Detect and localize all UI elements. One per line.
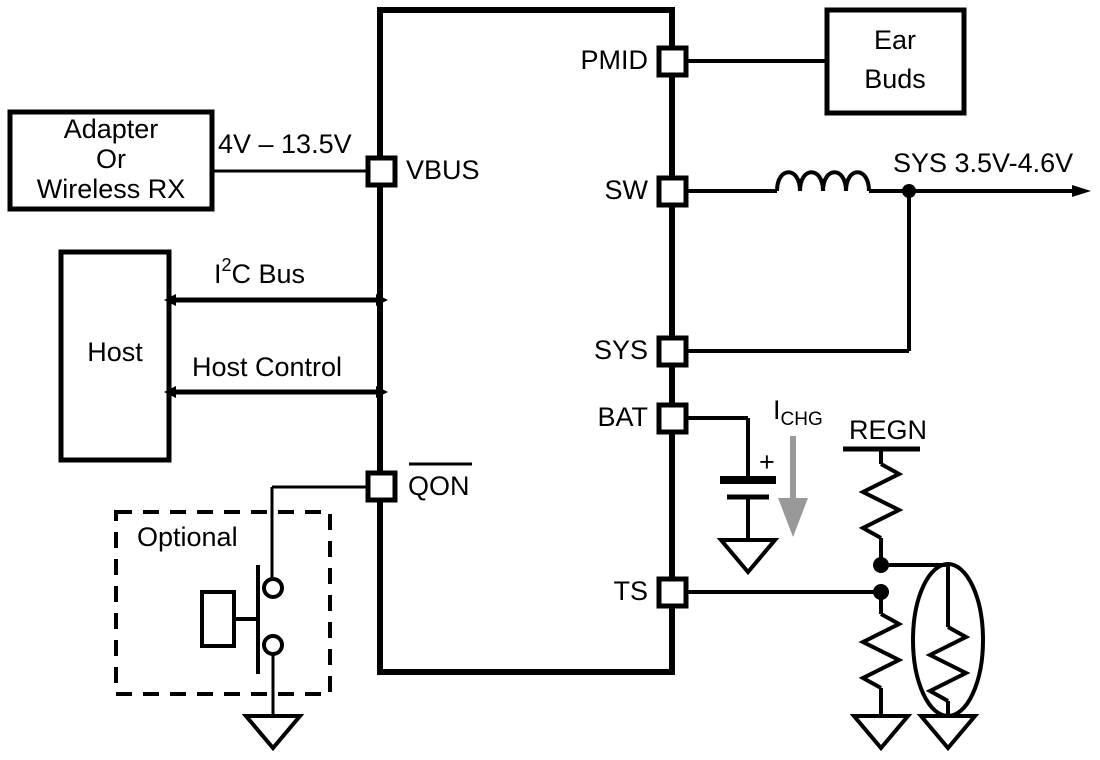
ts-pulldown-resistor	[858, 592, 904, 716]
i2c-bus-connection: I2C Bus	[164, 255, 388, 306]
ichg-subscript: CHG	[781, 409, 823, 430]
pin-vbus: VBUS	[365, 155, 480, 188]
regn-pullup-resistor	[858, 462, 904, 600]
vbus-wire: 4V – 13.5V	[212, 129, 368, 173]
host-control-label: Host Control	[192, 352, 342, 382]
pin-label-bat: BAT	[597, 402, 648, 432]
earbuds-line-2: Buds	[864, 64, 926, 94]
ichg-prefix: I	[773, 395, 781, 425]
ntc-thermistor	[881, 562, 985, 718]
pin-ts: TS	[613, 576, 689, 609]
ichg-label: ICHG	[773, 395, 823, 430]
pin-label-qon: QON	[408, 471, 470, 501]
charger-ic-body	[377, 7, 675, 675]
i2c-superscript: 2	[222, 255, 232, 275]
adapter-line-1: Adapter	[64, 114, 159, 144]
regn-node: REGN	[843, 415, 927, 464]
qon-switch-wire	[270, 485, 368, 583]
pin-sw: SW	[605, 175, 689, 208]
i2c-bus-label: I2C Bus	[214, 255, 305, 289]
optional-label: Optional	[137, 522, 238, 552]
pin-pmid: PMID	[581, 45, 689, 78]
ground-symbol-thermistor	[916, 714, 980, 752]
host-control-connection: Host Control	[164, 352, 388, 398]
adapter-line-3: Wireless RX	[37, 174, 186, 204]
battery: +	[686, 416, 776, 540]
adapter-line-2: Or	[96, 144, 126, 174]
adapter-block: Adapter Or Wireless RX	[7, 109, 215, 212]
pin-bat: BAT	[597, 402, 689, 435]
pin-label-sys: SYS	[594, 335, 648, 365]
host-label: Host	[87, 337, 143, 367]
pin-label-pmid: PMID	[581, 45, 649, 75]
sys-rail-output: SYS 3.5V-4.6V	[893, 148, 1091, 198]
ground-symbol-divider	[849, 714, 913, 752]
pin-label-ts: TS	[613, 576, 648, 606]
ichg-current-arrow: ICHG	[773, 395, 823, 537]
i2c-prefix: I	[214, 259, 222, 289]
pin-label-sw: SW	[605, 175, 649, 205]
ground-symbol-battery	[716, 538, 780, 576]
pushbutton-switch[interactable]	[200, 565, 284, 716]
regn-label: REGN	[849, 415, 927, 445]
battery-polarity-label: +	[759, 447, 775, 477]
earbuds-block: Ear Buds	[824, 7, 967, 116]
pin-sys: SYS	[594, 335, 689, 368]
inductor	[686, 170, 909, 193]
earbuds-line-1: Ear	[874, 25, 916, 55]
vbus-voltage-label: 4V – 13.5V	[218, 129, 352, 159]
sys-feedback-wire	[686, 191, 911, 353]
sys-rail-label: SYS 3.5V-4.6V	[893, 148, 1073, 178]
ground-symbol-switch	[241, 714, 305, 752]
pin-label-vbus: VBUS	[406, 155, 480, 185]
pin-qon: QON	[365, 462, 472, 503]
host-block: Host	[58, 249, 172, 463]
i2c-suffix: C Bus	[232, 259, 306, 289]
optional-box: Optional	[114, 510, 332, 696]
